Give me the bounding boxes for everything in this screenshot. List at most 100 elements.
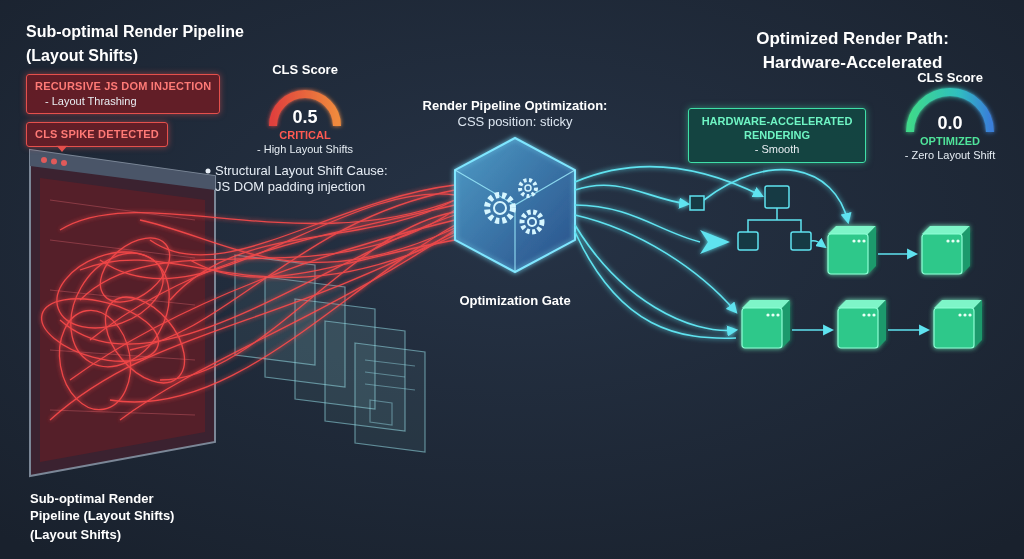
layout-thrash-tangle-part [190,240,455,277]
panel-title: Sub-optimal Render Pipeline (Layout Shif… [26,20,266,68]
caption-text: Sub-optimal Render Pipeline (Layout Shif… [30,490,195,524]
render-cubes-part [828,226,876,274]
cube-arrows-part [888,329,928,331]
gauge-value: 0.0 [895,112,1005,134]
cube-arrows [792,254,928,330]
gauge-detail: - High Layout Shifts [250,142,360,156]
gauge-status: OPTIMIZED [895,134,1005,148]
layout-thrash-tangle-part [160,212,455,380]
alert-title: CLS SPIKE DETECTED [35,127,159,142]
layout-thrash-tangle-part [80,235,455,277]
glass-panels-part [365,360,415,425]
render-cubes-part-part [782,300,790,348]
optimization-cube-part [455,170,575,272]
flow-symbols-part [738,232,758,250]
cube-arrows-part [792,329,832,331]
cls-gauge: CLS Score 0.5CRITICAL- High Layout Shifts [250,62,360,156]
render-cubes-part-part [742,308,782,348]
gate-caption: Optimization Gate [415,293,615,309]
render-cubes-part-part [862,239,865,242]
status-title: HARDWARE-ACCELERATED RENDERING [697,114,857,142]
render-cubes-part-part [922,234,962,274]
optimization-cube-part [494,202,506,214]
alert-box: RECURSIVE JS DOM INJECTION- Layout Thras… [26,74,220,114]
layout-thrash-tangle-part [52,305,138,416]
render-cubes-part-part [922,226,970,234]
render-cubes [742,226,982,348]
alert-title: RECURSIVE JS DOM INJECTION [35,79,211,94]
layout-thrash-tangle-part [88,225,181,315]
render-cubes-part-part [872,313,875,316]
layout-thrash-tangle-part [120,230,455,420]
render-cubes-part [742,300,790,348]
layout-thrash-tangle-part [51,236,189,385]
render-cubes-part-part [852,239,855,242]
render-cubes-part [838,300,886,348]
layout-thrash-tangle-part [130,190,455,350]
render-flow-part [575,225,736,330]
gauge-status: CRITICAL [250,128,360,142]
render-cubes-part-part [828,234,868,274]
render-cubes-part-part [878,300,886,348]
render-cubes-part-part [934,308,974,348]
render-cubes-part-part [962,226,970,274]
cls-gauge: CLS Score0.0OPTIMIZED- Zero Layout Shift [895,70,1005,162]
render-cubes-part-part [742,300,790,308]
flow-symbols-part [748,208,801,232]
flow-symbols-part [765,186,789,208]
browser-window-part [51,159,57,165]
render-cubes-part-part [867,313,870,316]
gate-detail: CSS position: sticky [415,114,615,130]
render-cubes-part-part [951,239,954,242]
panel-title: Optimized Render Path: Hardware-Accelera… [745,27,960,75]
cube-arrows-part [878,253,916,255]
layout-thrash-tangle-part [60,215,455,344]
render-cubes-part-part [766,313,769,316]
render-cubes-part-part [862,313,865,316]
render-cubes-part-part [956,239,959,242]
optimization-cube-part [522,212,542,232]
flow-symbols-part [700,230,730,254]
optimization-cube-part [487,195,513,221]
render-cubes-part-part [838,300,886,308]
caption-text: (Layout Shifts) [30,526,195,543]
optimization-cube-part [528,218,536,226]
layout-thrash-tangle-part [110,225,455,402]
optimization-cube-part [520,180,536,196]
layout-thrash-tangle-part [70,220,455,380]
browser-window-part [41,157,47,163]
render-flow-part [575,185,688,204]
browser-window [30,150,215,476]
status-detail: - Smooth [697,142,857,157]
status-box: HARDWARE-ACCELERATED RENDERING- Smooth [688,108,866,163]
render-cubes-part-part [771,313,774,316]
cause-note: Structural Layout Shift Cause: JS DOM pa… [215,163,399,195]
gauge-value: 0.5 [250,106,360,128]
render-cubes-part-part [968,313,971,316]
flow-symbols-part [791,232,811,250]
render-cubes-part-part [868,226,876,274]
gate-title: Render Pipeline Optimization: [415,98,615,114]
browser-window-part [61,160,67,166]
layout-thrash-tangle-part [170,200,455,300]
gauge-title: CLS Score [895,70,1005,86]
render-cubes-part-part [946,239,949,242]
bullet-dot [206,169,211,174]
render-cubes-part-part [838,308,878,348]
render-cubes-part-part [934,300,982,308]
glass-panels-part [355,343,425,452]
render-cubes-part-part [776,313,779,316]
render-flow-part [575,167,762,196]
render-flow-part [575,215,736,312]
gauge-title: CLS Score [250,62,360,78]
render-cubes-part-part [963,313,966,316]
render-flow-part [704,170,848,222]
alert-box: CLS SPIKE DETECTED [26,122,168,147]
flow-symbols-part [690,196,704,210]
layout-thrash-tangle [35,185,455,420]
render-flow-part [575,205,700,242]
layout-thrash-tangle-part [90,205,455,340]
render-cubes-part [934,300,982,348]
